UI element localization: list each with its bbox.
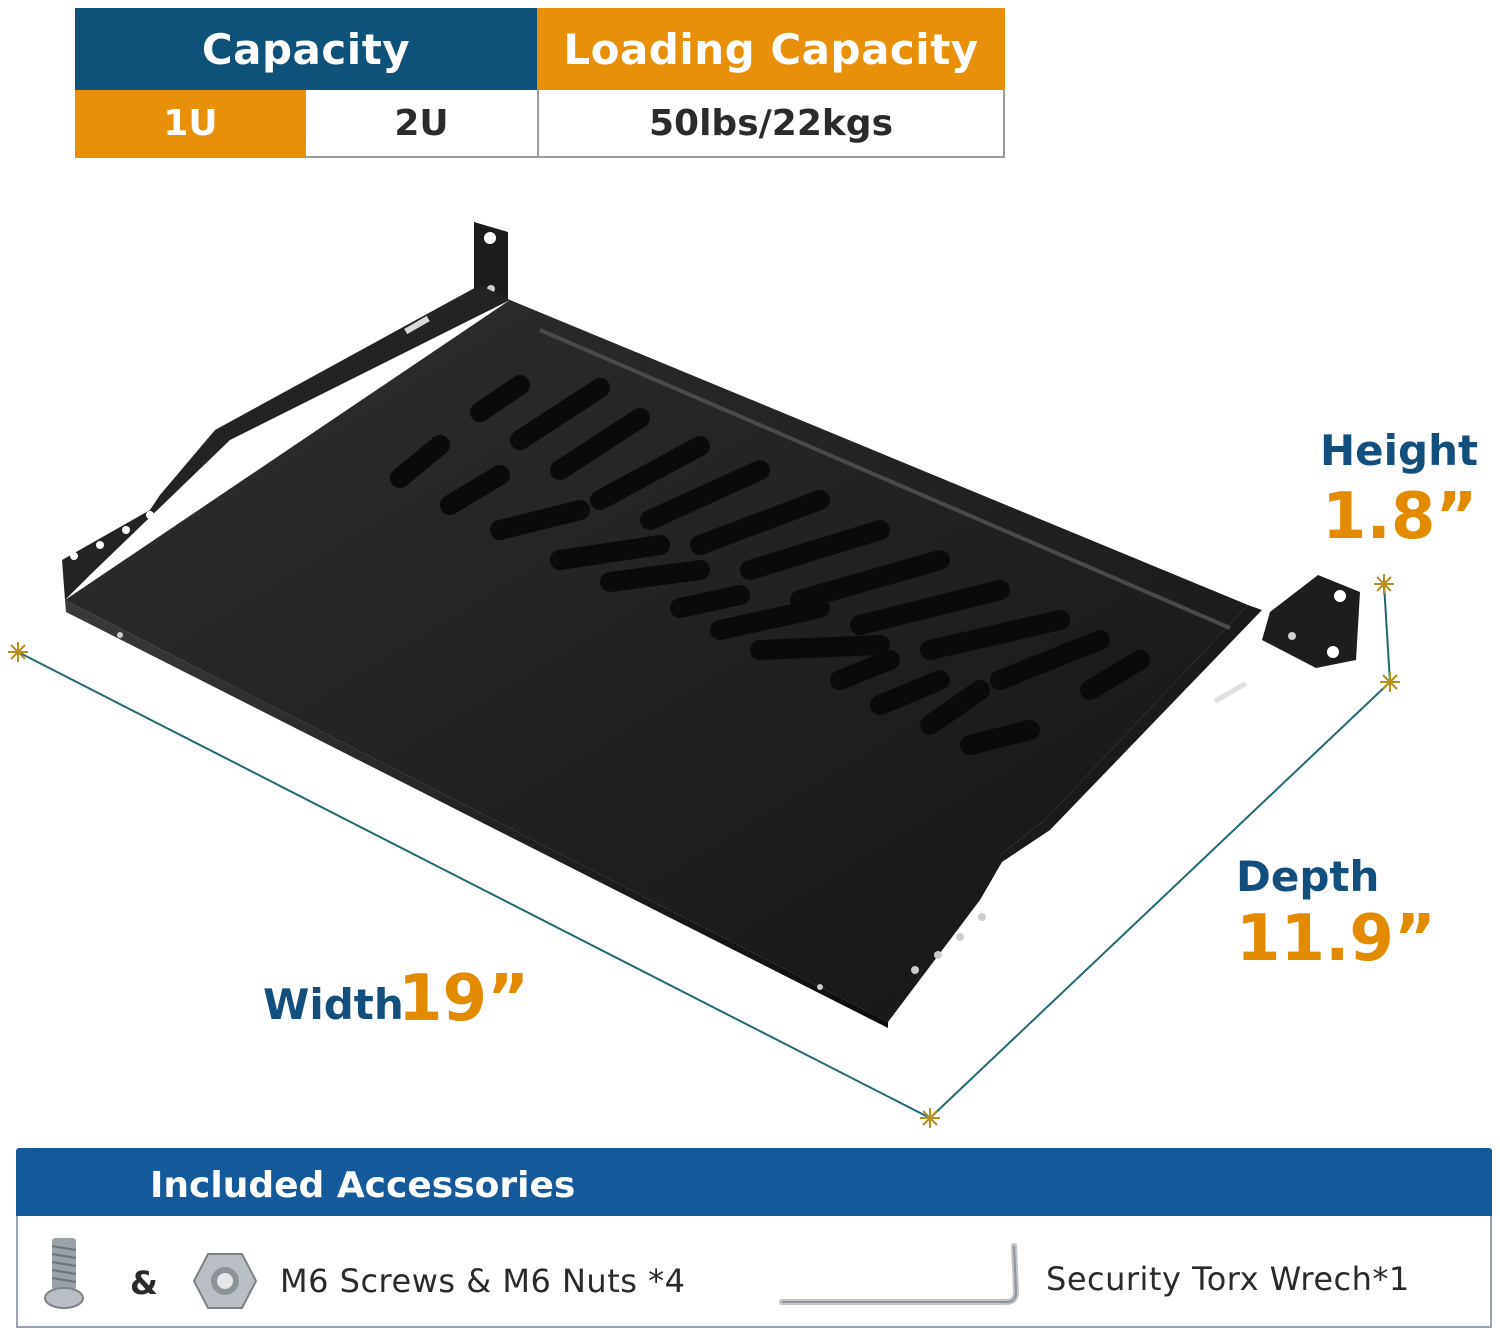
loading-capacity-header: Loading Capacity <box>537 8 1005 90</box>
option-2u[interactable]: 2U <box>306 90 537 158</box>
depth-dimension-line <box>929 681 1391 1119</box>
shelf-illustration <box>8 222 1400 1128</box>
loading-capacity-value: 50lbs/22kgs <box>537 90 1005 158</box>
accessories-box <box>16 1216 1492 1328</box>
right-side-wall <box>888 605 1262 1022</box>
left-ear-holes <box>70 511 154 560</box>
screw-icon <box>44 1238 84 1309</box>
shelf-tray <box>65 300 1248 1022</box>
accessories-ampersand: & <box>130 1264 159 1302</box>
height-label: Height <box>1320 426 1479 475</box>
depth-label: Depth <box>1236 852 1380 901</box>
accessories-header-bar <box>16 1148 1492 1216</box>
vent-slots <box>390 375 1150 755</box>
right-ear-holes <box>117 632 986 990</box>
wrench-text: Security Torx Wrech*1 <box>1046 1260 1410 1298</box>
dimension-lines <box>17 583 1391 1119</box>
front-bracket <box>1213 575 1360 704</box>
option-1u[interactable]: 1U <box>75 90 306 158</box>
height-value: 1.8” <box>1322 480 1478 554</box>
width-dimension-line <box>17 651 931 1119</box>
width-label: Width <box>263 980 404 1029</box>
front-lip <box>65 600 888 1028</box>
width-value: 19” <box>398 962 530 1036</box>
spec-table: Capacity Loading Capacity 1U 2U 50lbs/22… <box>75 8 1005 158</box>
accessories-title: Included Accessories <box>150 1165 576 1206</box>
height-dimension-line <box>1383 583 1391 683</box>
nut-icon <box>192 1253 258 1309</box>
depth-value: 11.9” <box>1236 902 1436 976</box>
screws-nuts-text: M6 Screws & M6 Nuts *4 <box>280 1262 686 1300</box>
left-side-wall <box>62 285 510 600</box>
torx-wrench-icon <box>779 1243 1020 1305</box>
capacity-header: Capacity <box>75 8 537 90</box>
dimension-markers <box>8 574 1400 1128</box>
